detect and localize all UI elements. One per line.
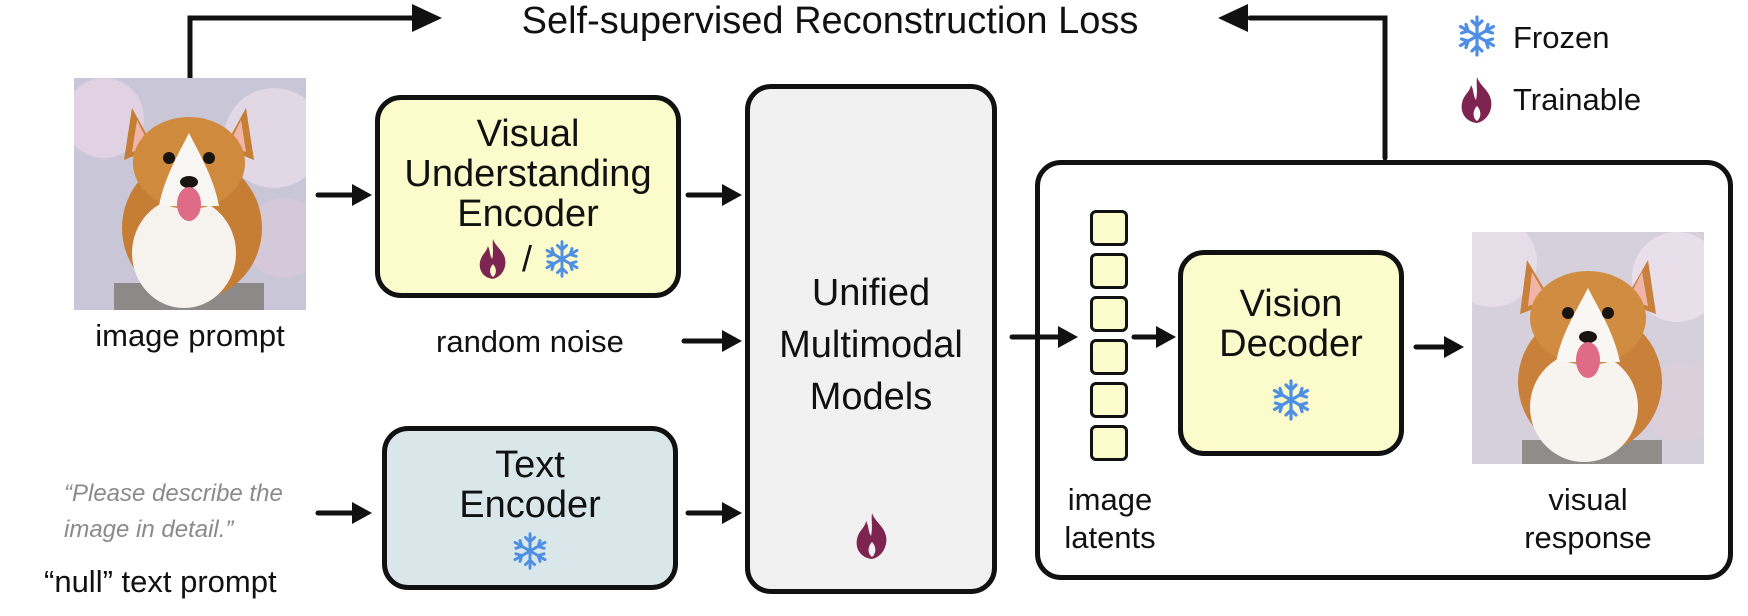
loss-arrow-right bbox=[1247, 15, 1388, 161]
flame-icon bbox=[1455, 76, 1499, 124]
visual-response-photo bbox=[1472, 232, 1704, 464]
text-prompt-quote-line2: image in detail.” bbox=[64, 516, 234, 543]
vision-decoder: Vision Decoder bbox=[1178, 250, 1404, 456]
image-prompt-photo bbox=[74, 78, 306, 310]
latent-token bbox=[1090, 253, 1128, 289]
visual-response-label-line1: visual bbox=[1548, 482, 1628, 517]
legend-trainable-label: Trainable bbox=[1513, 82, 1642, 117]
vision-decoder-line2: Decoder bbox=[1219, 323, 1363, 365]
text-encoder: Text Encoder bbox=[382, 426, 678, 590]
null-text-prompt-label: “null” text prompt bbox=[44, 564, 277, 599]
visual-understanding-encoder: Visual Understanding Encoder / bbox=[375, 95, 681, 298]
latents-label-line1: image bbox=[1067, 482, 1153, 517]
text-encoder-line1: Text bbox=[495, 444, 565, 486]
decoder-branch-frame bbox=[1035, 160, 1733, 580]
visual-encoder-line3: Encoder bbox=[457, 192, 599, 235]
snowflake-icon bbox=[542, 239, 582, 279]
loss-arrow-left bbox=[187, 15, 423, 81]
loss-label: Self-supervised Reconstruction Loss bbox=[521, 0, 1139, 42]
loss-arrow-right-head bbox=[1218, 4, 1248, 32]
latent-token bbox=[1090, 339, 1128, 375]
latent-token bbox=[1090, 296, 1128, 332]
image-prompt-label: image prompt bbox=[95, 318, 285, 353]
flame-icon bbox=[850, 512, 894, 560]
latent-token bbox=[1090, 425, 1128, 461]
loss-arrow-left-head bbox=[412, 4, 442, 32]
umm-line1: Unified bbox=[811, 272, 931, 314]
flame-icon bbox=[474, 238, 512, 280]
umm-line2: Multimodal bbox=[779, 324, 963, 366]
umm-line3: Models bbox=[809, 376, 933, 418]
snowflake-icon bbox=[1455, 14, 1499, 58]
latent-token bbox=[1090, 382, 1128, 418]
latents-label-line2: latents bbox=[1064, 520, 1156, 555]
legend-frozen-label: Frozen bbox=[1513, 20, 1610, 55]
vision-decoder-line1: Vision bbox=[1239, 283, 1343, 325]
visual-encoder-line2: Understanding bbox=[404, 152, 652, 195]
text-prompt-quote-line1: “Please describe the bbox=[64, 480, 283, 507]
snowflake-icon bbox=[1269, 378, 1313, 422]
random-noise-label: random noise bbox=[436, 324, 624, 359]
unified-multimodal-models: Unified Multimodal Models bbox=[745, 84, 997, 594]
snowflake-icon bbox=[510, 531, 550, 571]
visual-encoder-line1: Visual bbox=[476, 112, 580, 155]
encoder-separator: / bbox=[521, 237, 532, 279]
visual-response-label-line2: response bbox=[1524, 520, 1652, 555]
text-encoder-line2: Encoder bbox=[459, 484, 601, 526]
latent-token bbox=[1090, 210, 1128, 246]
